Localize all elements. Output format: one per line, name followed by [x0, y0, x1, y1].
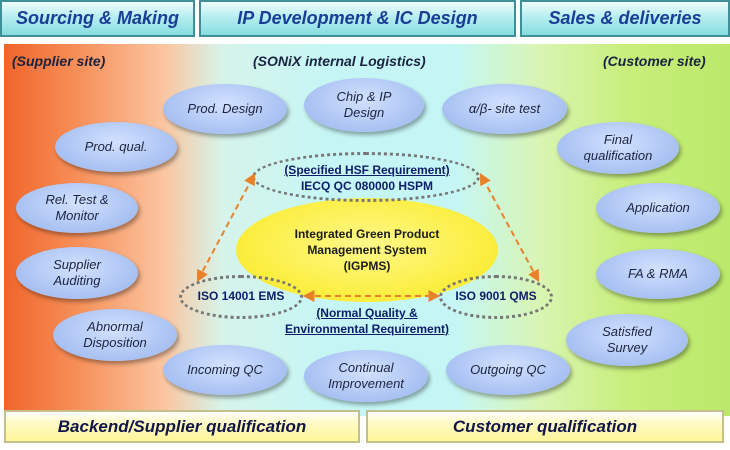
backend-supplier-qualification-bar: Backend/Supplier qualification — [4, 410, 360, 443]
node-rel-test-line1: Rel. Test & — [45, 192, 109, 207]
node-prod-design: Prod. Design — [163, 84, 287, 134]
ems-label: ISO 14001 EMS — [197, 289, 285, 303]
backend-supplier-qualification-label: Backend/Supplier qualification — [57, 416, 307, 436]
sonix-logistics-label: (SONiX internal Logistics) — [253, 53, 426, 69]
header-ip-development-label: IP Development & IC Design — [237, 8, 478, 28]
node-chip-ip-design-line2: Design — [343, 105, 385, 120]
header-sales-deliveries: Sales & deliveries — [520, 0, 730, 37]
node-fa-rma: FA & RMA — [596, 249, 720, 299]
normal-requirement-line1: (Normal Quality & — [316, 306, 418, 320]
igpms-line1: Integrated Green Product — [294, 227, 440, 241]
node-application: Application — [596, 183, 720, 233]
arrow-qms-hsf — [479, 172, 540, 283]
node-supplier-auditing-line1: Supplier — [53, 257, 101, 272]
node-prod-qual-label: Prod. qual. — [84, 139, 148, 154]
node-continual-improvement: Continual Improvement — [304, 350, 428, 402]
node-satisfied-line1: Satisfied — [602, 324, 652, 339]
node-final-qual-line1: Final — [603, 132, 633, 147]
node-continual-line2: Improvement — [328, 376, 404, 391]
customer-site-label: (Customer site) — [603, 53, 706, 69]
node-site-test: α/β- site test — [442, 84, 567, 134]
node-supplier-auditing-label: Supplier Auditing — [53, 257, 101, 289]
normal-requirement-line2: Environmental Requirement) — [284, 322, 450, 336]
node-continual-line1: Continual — [338, 360, 394, 375]
node-rel-test-line2: Monitor — [55, 208, 99, 223]
node-site-test-label: α/β- site test — [468, 101, 541, 116]
node-outgoing-qc-label: Outgoing QC — [470, 362, 546, 377]
node-outgoing-qc: Outgoing QC — [446, 345, 570, 395]
node-final-qual-line2: qualification — [583, 148, 653, 163]
normal-requirement-label: (Normal Quality & Environmental Requirem… — [270, 305, 464, 337]
header-ip-development: IP Development & IC Design — [199, 0, 516, 37]
igpms-line3: (IGPMS) — [343, 259, 391, 273]
node-supplier-auditing: Supplier Auditing — [16, 247, 138, 299]
node-satisfied-survey: Satisfied Survey — [566, 314, 688, 366]
node-abnormal-line1: Abnormal — [87, 319, 143, 334]
header-sourcing-making: Sourcing & Making — [0, 0, 195, 37]
supplier-site-label: (Supplier site) — [12, 53, 106, 69]
header-sourcing-making-label: Sourcing & Making — [15, 8, 179, 28]
igpms-label: Integrated Green Product Management Syst… — [266, 226, 468, 274]
node-rel-test-monitor: Rel. Test & Monitor — [16, 183, 138, 233]
igpms-line2: Management System — [307, 243, 427, 257]
node-incoming-qc-label: Incoming QC — [187, 362, 263, 377]
hsf-requirement-line1: (Specified HSF Requirement) — [284, 163, 450, 177]
node-abnormal-line2: Disposition — [83, 335, 147, 350]
node-rel-test-monitor-label: Rel. Test & Monitor — [45, 192, 108, 224]
hsf-requirement-label: (Specified HSF Requirement) IECQ QC 0800… — [262, 162, 472, 194]
node-satisfied-line2: Survey — [606, 340, 648, 355]
customer-qualification-bar: Customer qualification — [366, 410, 724, 443]
node-chip-ip-design: Chip & IP Design — [304, 78, 424, 132]
node-chip-ip-design-line1: Chip & IP — [336, 89, 392, 104]
node-prod-design-label: Prod. Design — [187, 101, 263, 116]
node-final-qualification: Final qualification — [557, 122, 679, 174]
node-final-qualification-label: Final qualification — [584, 132, 653, 164]
node-fa-rma-label: FA & RMA — [628, 266, 688, 281]
node-supplier-auditing-line2: Auditing — [53, 273, 101, 288]
header-sales-deliveries-label: Sales & deliveries — [548, 8, 702, 28]
node-satisfied-survey-label: Satisfied Survey — [602, 324, 652, 356]
node-continual-improvement-label: Continual Improvement — [328, 360, 404, 392]
node-application-label: Application — [626, 200, 690, 215]
hsf-requirement-line2: IECQ QC 080000 HSPM — [300, 179, 434, 193]
qms-label: ISO 9001 QMS — [455, 289, 537, 303]
node-abnormal-disposition: Abnormal Disposition — [53, 309, 177, 361]
node-incoming-qc: Incoming QC — [163, 345, 287, 395]
node-chip-ip-design-label: Chip & IP Design — [337, 89, 392, 121]
node-abnormal-disposition-label: Abnormal Disposition — [83, 319, 147, 351]
arrow-ems-hsf — [196, 172, 256, 283]
node-prod-qual: Prod. qual. — [55, 122, 177, 172]
customer-qualification-label: Customer qualification — [452, 416, 638, 436]
